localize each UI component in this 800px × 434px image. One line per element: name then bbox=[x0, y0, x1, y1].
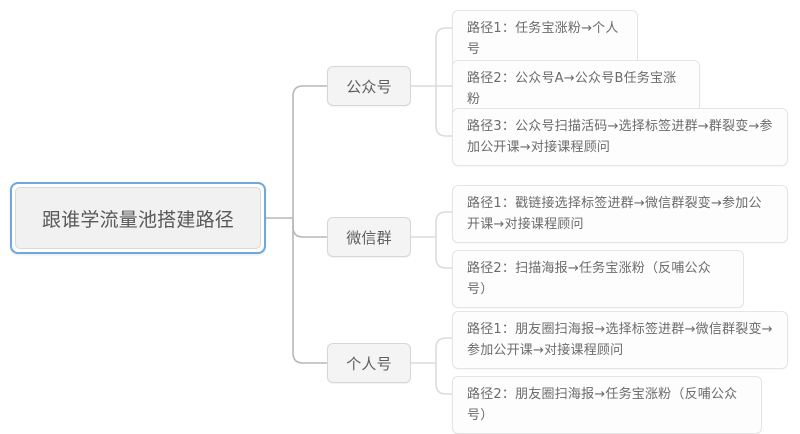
leaf-node-label: 路径2：朋友圈扫海报→任务宝涨粉（反哺公众号） bbox=[467, 387, 738, 423]
branch-node-gongzhonghao[interactable]: 公众号 bbox=[327, 66, 411, 106]
connector-weixinqun-leaf-1 bbox=[435, 211, 452, 237]
root-node-label: 跟谁学流量池搭建路径 bbox=[41, 208, 234, 231]
leaf-node-label: 路径1：戳链接选择标签进群→微信群裂变→参加公开课→对接课程顾问 bbox=[467, 196, 762, 232]
connector-root-to-gongzhonghao bbox=[292, 85, 327, 218]
leaf-node-gzh-path-3[interactable]: 路径3：公众号扫描活码→选择标签进群→群裂变→参加公开课→对接课程顾问 bbox=[452, 108, 788, 166]
connector-root-to-gerenhao bbox=[292, 218, 327, 364]
connector-weixinqun-leaf-2 bbox=[435, 237, 452, 269]
leaf-node-wxq-path-2[interactable]: 路径2：扫描海报→任务宝涨粉（反哺公众号） bbox=[452, 250, 744, 308]
connector-gongzhonghao-leaf-1 bbox=[435, 27, 452, 86]
leaf-node-label: 路径1：任务宝涨粉→个人号 bbox=[467, 21, 619, 57]
branch-node-label: 微信群 bbox=[346, 228, 392, 247]
leaf-node-grh-path-1[interactable]: 路径1：朋友圈扫海报→选择标签进群→微信群裂变→参加公开课→对接课程顾问 bbox=[452, 311, 788, 369]
branch-node-label: 公众号 bbox=[346, 77, 392, 96]
connector-root-to-weixinqun bbox=[292, 218, 327, 238]
leaf-node-gzh-path-1[interactable]: 路径1：任务宝涨粉→个人号 bbox=[452, 10, 638, 68]
leaf-node-label: 路径2：公众号A→公众号B任务宝涨粉 bbox=[467, 71, 677, 107]
leaf-node-label: 路径2：扫描海报→任务宝涨粉（反哺公众号） bbox=[467, 261, 711, 297]
leaf-node-label: 路径3：公众号扫描活码→选择标签进群→群裂变→参加公开课→对接课程顾问 bbox=[467, 119, 773, 155]
branch-node-label: 个人号 bbox=[346, 354, 392, 373]
connector-gerenhao-leaf-2 bbox=[435, 363, 452, 395]
root-node[interactable]: 跟谁学流量池搭建路径 bbox=[10, 182, 266, 254]
leaf-node-grh-path-2[interactable]: 路径2：朋友圈扫海报→任务宝涨粉（反哺公众号） bbox=[452, 376, 762, 434]
leaf-node-label: 路径1：朋友圈扫海报→选择标签进群→微信群裂变→参加公开课→对接课程顾问 bbox=[467, 322, 773, 358]
mindmap-canvas: 跟谁学流量池搭建路径 公众号 微信群 个人号 路径1：任务宝涨粉→个人号 路径2… bbox=[10, 10, 788, 434]
branch-node-weixinqun[interactable]: 微信群 bbox=[327, 217, 411, 257]
branch-node-gerenhao[interactable]: 个人号 bbox=[327, 343, 411, 383]
connector-gongzhonghao-leaf-3 bbox=[435, 86, 452, 137]
leaf-node-wxq-path-1[interactable]: 路径1：戳链接选择标签进群→微信群裂变→参加公开课→对接课程顾问 bbox=[452, 185, 788, 243]
connector-gerenhao-leaf-1 bbox=[435, 337, 452, 363]
root-node-inner: 跟谁学流量池搭建路径 bbox=[15, 187, 261, 249]
